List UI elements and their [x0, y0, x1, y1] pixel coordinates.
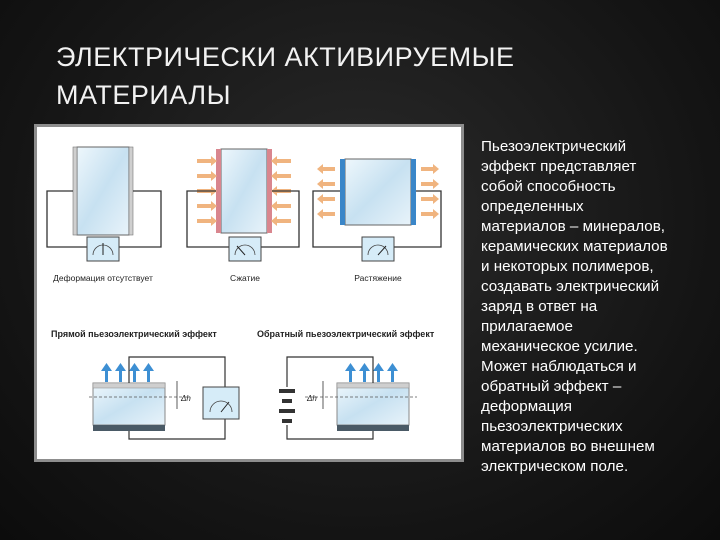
panel-stretch: Растяжение [312, 158, 442, 283]
description-line: собой способность [481, 178, 616, 195]
inverse-effect-label: Обратный пьезоэлектрический эффект [257, 329, 435, 339]
description-line: прилагаемое [481, 318, 573, 335]
slide-title-line-1: ЭЛЕКТРИЧЕСКИ АКТИВИРУЕМЫЕ [56, 42, 515, 72]
battery-icon [279, 389, 295, 423]
delta-label-inverse: Δh [306, 394, 317, 403]
description-line: заряд в ответ на [481, 298, 598, 315]
direct-effect-diagram: Δh [89, 356, 240, 440]
description-line: эффект представляет [481, 158, 637, 175]
direct-effect-label: Прямой пьезоэлектрический эффект [51, 329, 217, 339]
piezo-diagram: Деформация отсутствует [46, 146, 442, 440]
description-line: и некоторых полимеров, [481, 258, 654, 275]
description-line: пьезоэлектрических [481, 418, 623, 435]
piezo-figure: Деформация отсутствует [34, 124, 464, 462]
description-line: деформация [481, 398, 572, 415]
description-line: Пьезоэлектрический [481, 138, 627, 155]
label-stretch: Растяжение [354, 273, 402, 283]
description-line: обратный эффект – [481, 378, 622, 395]
label-no-deformation: Деформация отсутствует [53, 273, 153, 283]
description-text: Пьезоэлектрический эффект представляет с… [481, 137, 706, 477]
panel-no-deformation: Деформация отсутствует [46, 146, 162, 283]
description-line: электрическом поле. [481, 458, 629, 475]
panel-compression: Сжатие [186, 148, 300, 283]
inverse-effect-diagram: Δh [279, 356, 417, 440]
description-line: материалов во внешнем [481, 438, 655, 455]
slide-title: ЭЛЕКТРИЧЕСКИ АКТИВИРУЕМЫЕ МАТЕРИАЛЫ [56, 38, 656, 114]
description-line: определенных [481, 198, 584, 215]
description-line: Может наблюдаться и [481, 358, 637, 375]
delta-label-direct: Δh [180, 394, 191, 403]
label-compression: Сжатие [230, 273, 260, 283]
description-line: создавать электрический [481, 278, 660, 295]
description-line: материалов – минералов, [481, 218, 666, 235]
description-line: механическое усилие. [481, 338, 638, 355]
slide-title-line-2: МАТЕРИАЛЫ [56, 80, 232, 110]
description-line: керамических материалов [481, 238, 668, 255]
